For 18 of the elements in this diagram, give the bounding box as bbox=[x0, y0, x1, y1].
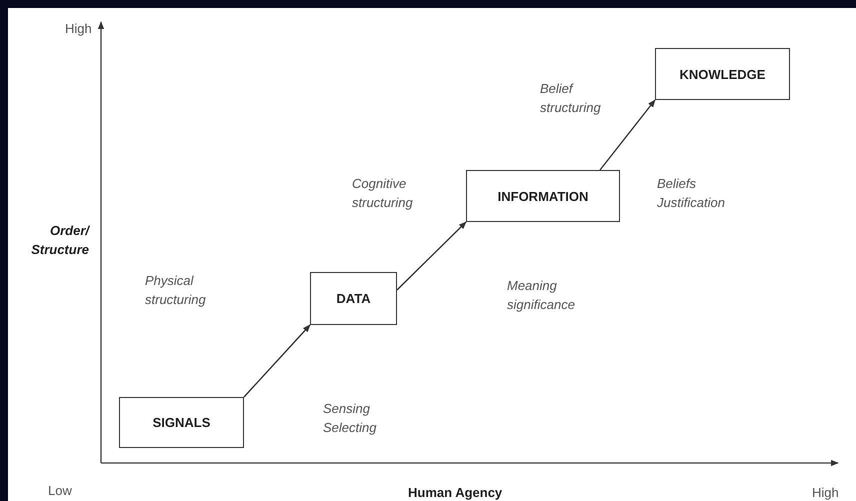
arrow bbox=[244, 324, 311, 398]
process-label: Belief structuring bbox=[540, 80, 601, 117]
concept-box: SIGNALS bbox=[119, 397, 244, 448]
process-label: Beliefs Justification bbox=[657, 175, 725, 212]
axis-tick-label: High bbox=[65, 20, 92, 38]
axis-title: Order/ Structure bbox=[30, 222, 89, 259]
axis-tick-label: Low bbox=[48, 482, 72, 500]
concept-box: KNOWLEDGE bbox=[655, 48, 790, 100]
concept-box: DATA bbox=[310, 272, 397, 325]
axis-title: Human Agency bbox=[408, 484, 502, 501]
arrow bbox=[396, 221, 467, 290]
process-label: Cognitive structuring bbox=[352, 175, 413, 212]
process-label: Sensing Selecting bbox=[323, 400, 376, 437]
concept-box: INFORMATION bbox=[466, 170, 620, 222]
process-label: Physical structuring bbox=[145, 272, 206, 309]
axis-tick-label: High bbox=[812, 484, 839, 501]
process-label: Meaning significance bbox=[507, 277, 575, 314]
arrow bbox=[599, 99, 656, 170]
